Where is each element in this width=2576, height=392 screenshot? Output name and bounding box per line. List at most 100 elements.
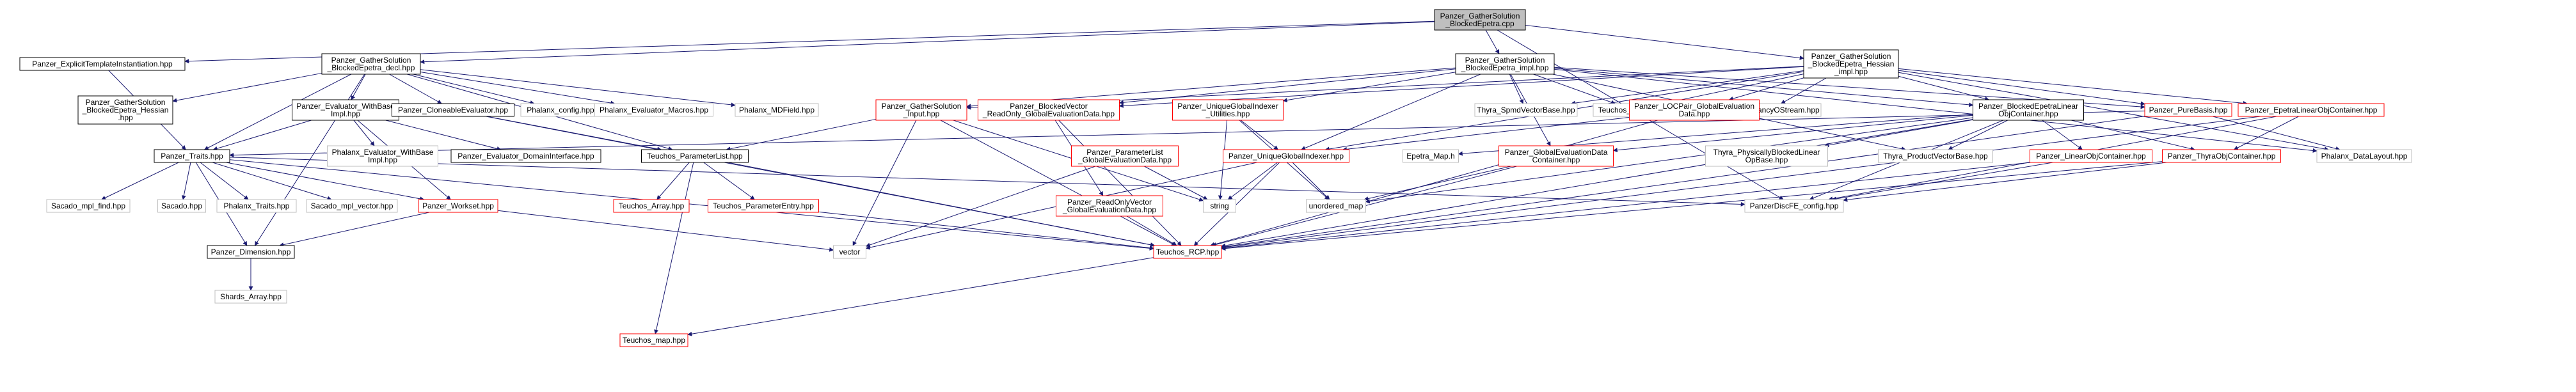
node-label: Thyra_ProductVectorBase.hpp [1883,152,1988,161]
node-hessimpl[interactable]: Panzer_GatherSolution_BlockedEpetra_Hess… [1803,49,1899,79]
edge-ugiutil-to-ugi [1240,120,1278,150]
node-box [216,199,297,213]
edge-plist-to-tarray [656,162,690,200]
node-pentry[interactable]: Teuchos_ParameterEntry.hpp [708,199,819,213]
edge-root-to-hessimpl [1525,24,1804,60]
node-bel[interactable]: Panzer_BlockedEpetraLinearObjContainer.h… [1973,99,2084,121]
edge-traits-to-workset [226,162,425,201]
node-box [1403,149,1459,163]
dependency-edges [101,20,2341,336]
edge-traits-to-phtraits [200,162,249,200]
node-phconfig[interactable]: Phalanx_config.hpp [520,103,601,117]
edge-hessimpl-to-phlayout [1898,72,2329,152]
node-evaldomain[interactable]: Panzer_Evaluator_DomainInterface.hpp [450,149,601,163]
node-label: _BlockedEpetra_impl.hpp [1461,63,1549,72]
node-prodvec[interactable]: Thyra_ProductVectorBase.hpp [1878,149,1993,163]
node-label: Phalanx_DataLayout.hpp [2321,152,2408,161]
node-label: _BlockedEpetra.cpp [1445,19,1515,28]
node-box [1878,149,1993,163]
node-unmap[interactable]: unordered_map [1306,199,1366,213]
edge-pllist-to-vector [865,166,1096,247]
node-label: Panzer_ReadOnlyVector [1067,198,1152,207]
node-tmap[interactable]: Teuchos_map.hpp [619,333,688,347]
edge-impl-to-ugi [1301,74,1481,150]
node-hessian[interactable]: Panzer_GatherSolution_BlockedEpetra_Hess… [77,95,173,125]
edge-hessimpl-to-spmd [1570,70,1804,106]
node-explicit[interactable]: Panzer_ExplicitTemplateInstantiation.hpp [19,57,186,71]
edge-plist-to-pentry [703,162,755,200]
node-box [292,99,399,121]
node-rovec[interactable]: Panzer_ReadOnlyVector_GlobalEvaluationDa… [1056,195,1163,217]
node-plist[interactable]: Teuchos_ParameterList.hpp [641,149,749,163]
node-thyraobj[interactable]: Panzer_ThyraObjContainer.hpp [2162,149,2281,163]
node-workset[interactable]: Panzer_Workset.hpp [418,199,498,213]
node-label: _Utilities.hpp [1205,109,1250,118]
node-decl[interactable]: Panzer_GatherSolution_BlockedEpetra_decl… [321,53,421,75]
node-sacadofind[interactable]: Sacado_mpl_find.hpp [46,199,131,213]
node-locpair[interactable]: Panzer_LOCPair_GlobalEvaluationData.hpp [1629,99,1760,121]
node-phtraits[interactable]: Phalanx_Traits.hpp [216,199,297,213]
node-gsinput[interactable]: Panzer_GatherSolution_Input.hpp [875,99,967,121]
node-label: Phalanx_Traits.hpp [224,201,290,210]
edge-traits-to-sacadofind [101,162,179,200]
node-traits[interactable]: Panzer_Traits.hpp [154,149,230,163]
node-box [214,290,287,304]
node-box [450,149,601,163]
node-root: Panzer_GatherSolution_BlockedEpetra.cpp [1434,9,1526,31]
node-string[interactable]: string [1203,199,1236,213]
node-phlayout[interactable]: Phalanx_DataLayout.hpp [2316,149,2412,163]
edge-root-to-impl [1485,29,1500,54]
node-ugiutil[interactable]: Panzer_UniqueGlobalIndexer_Utilities.hpp [1172,99,1284,121]
edge-hessimpl-to-epetralin [1898,68,2248,106]
edge-traits-to-sacadovec [212,162,332,201]
node-box [1499,145,1614,167]
node-sacadovec[interactable]: Sacado_mpl_vector.hpp [306,199,398,213]
node-linobj[interactable]: Panzer_LinearObjContainer.hpp [2030,149,2152,163]
edge-traits-to-rcp [229,159,1154,251]
node-label: Sacado_mpl_vector.hpp [311,201,394,210]
edge-hessimpl-to-fancy [1781,77,1827,104]
edge-impl-to-ugiutil [1282,72,1456,103]
node-box [1629,99,1760,121]
edge-ugi-to-rcp [1193,162,1280,246]
node-dimension[interactable]: Panzer_Dimension.hpp [207,245,295,259]
node-epetralin[interactable]: Panzer_EpetraLinearObjContainer.hpp [2238,103,2385,117]
node-box [1071,145,1179,167]
node-vector[interactable]: vector [833,245,866,259]
node-rcp[interactable]: Teuchos_RCP.hpp [1153,245,1222,259]
file-nodes: Panzer_GatherSolution_BlockedEpetra.cppP… [19,9,2412,347]
edge-impl-to-phlayout [1554,68,2318,153]
node-shards[interactable]: Shards_Array.hpp [214,290,287,304]
node-ugi[interactable]: Panzer_UniqueGlobalIndexer.hpp [1223,149,1349,163]
node-tarray[interactable]: Teuchos_Array.hpp [613,199,690,213]
node-impl[interactable]: Panzer_GatherSolution_BlockedEpetra_impl… [1455,53,1555,75]
node-spmd[interactable]: Thyra_SpmdVectorBase.hpp [1474,103,1578,117]
node-epetramap[interactable]: Epetra_Map.h [1403,149,1459,163]
node-mdfield[interactable]: Phalanx_MDField.hpp [735,103,819,117]
node-bvro[interactable]: Panzer_BlockedVector_ReadOnly_GlobalEval… [978,99,1120,121]
node-box [327,145,438,167]
node-box [1474,103,1578,117]
node-label: Panzer_Traits.hpp [161,152,223,161]
node-label: Data.hpp [1679,109,1710,118]
edge-impl-to-spmd [1509,74,1523,104]
node-label: _GlobalEvaluationData.hpp [1062,205,1156,214]
node-box [2144,103,2232,117]
node-discfe[interactable]: PanzerDiscFE_config.hpp [1744,199,1844,213]
node-cloneable[interactable]: Panzer_CloneableEvaluator.hpp [392,103,514,117]
node-phmacros[interactable]: Phalanx_Evaluator_Macros.hpp [594,103,713,117]
node-box [19,57,186,71]
node-label: Container.hpp [1532,155,1580,164]
node-pllist[interactable]: Panzer_ParameterList_GlobalEvaluationDat… [1071,145,1179,167]
node-purebasis[interactable]: Panzer_PureBasis.hpp [2144,103,2232,117]
edge-root-to-decl [420,21,1435,65]
node-sacado[interactable]: Sacado.hpp [157,199,206,213]
node-label: Teuchos_Array.hpp [619,201,685,210]
node-label: Panzer_GlobalEvaluationData [1505,148,1608,157]
node-label: ObjContainer.hpp [1998,109,2058,118]
